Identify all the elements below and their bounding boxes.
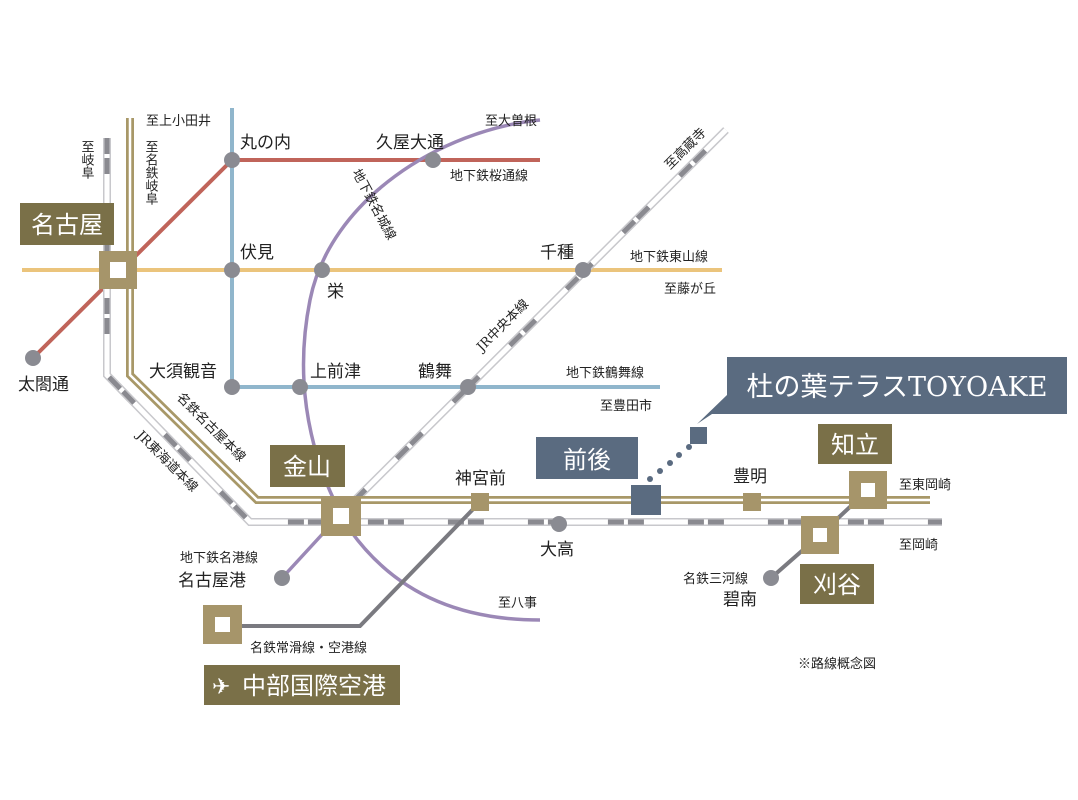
station-dot-nagoyako[interactable] — [274, 570, 290, 586]
line-meitetsu-mikawa: 名鉄三河線 — [683, 571, 748, 587]
label-kanayama[interactable]: 金山 — [270, 445, 345, 487]
dir-ozone: 至大曽根 — [485, 114, 537, 129]
svg-text:知立: 知立 — [831, 431, 879, 459]
station-dot-taikodori[interactable] — [25, 350, 41, 366]
station-odaka: 大高 — [540, 540, 574, 560]
jr-chuo-dash — [338, 128, 728, 517]
line-sakuradori: 地下鉄桜通線 — [450, 168, 528, 184]
station-dot-kamimaezu[interactable] — [292, 379, 308, 395]
station-marunouchi: 丸の内 — [240, 133, 291, 153]
station-fushimi: 伏見 — [240, 243, 274, 263]
meitetsu-inner — [128, 118, 930, 502]
line-jr-chuo: JR中央本線 — [472, 296, 532, 356]
property-callout[interactable]: 杜の葉テラスTOYOAKE — [697, 357, 1067, 424]
station-toyoake-marker[interactable] — [743, 493, 761, 511]
label-kariya[interactable]: 刈谷 — [800, 564, 874, 604]
label-nagoya[interactable]: 名古屋 — [20, 203, 114, 245]
svg-text:金山: 金山 — [283, 453, 331, 481]
station-dot-osu[interactable] — [224, 379, 240, 395]
dir-higashiokazaki: 至東岡崎 — [899, 477, 951, 493]
station-chiryu-marker[interactable] — [849, 471, 887, 509]
line-tsurumai: 地下鉄鶴舞線 — [566, 365, 644, 381]
line-meiko: 地下鉄名港線 — [180, 550, 258, 566]
svg-text:前後: 前後 — [563, 446, 611, 474]
station-zengo-marker[interactable] — [631, 485, 661, 515]
dir-toyotashi: 至豊田市 — [600, 398, 652, 414]
property-name: 杜の葉テラスTOYOAKE — [747, 372, 1048, 403]
station-hekinan: 碧南 — [723, 590, 757, 610]
station-dot-sakae[interactable] — [314, 262, 330, 278]
svg-text:名古屋: 名古屋 — [31, 211, 103, 239]
svg-text:中部国際空港: 中部国際空港 — [242, 672, 386, 700]
dir-meitetsu-gifu: 至名鉄岐阜 — [143, 140, 159, 205]
property-marker[interactable] — [690, 427, 707, 444]
station-tsurumai: 鶴舞 — [418, 362, 452, 382]
airplane-icon: ✈ — [212, 675, 230, 700]
station-osu-kannon: 大須観音 — [149, 362, 217, 382]
label-zengo[interactable]: 前後 — [536, 437, 638, 479]
station-taikodori: 太閤通 — [18, 375, 69, 395]
dir-fujigaoka: 至藤が丘 — [664, 282, 716, 297]
label-chiryu[interactable]: 知立 — [818, 424, 892, 464]
station-dot-fushimi[interactable] — [224, 262, 240, 278]
meitetsu-tokoname-line — [240, 500, 482, 628]
station-kamimaezu: 上前津 — [310, 362, 361, 382]
station-nagoyako: 名古屋港 — [178, 571, 246, 591]
diagram-note: ※路線概念図 — [798, 656, 876, 672]
station-chikusa: 千種 — [540, 243, 574, 263]
svg-text:刈谷: 刈谷 — [813, 571, 861, 599]
dir-gifu: 至岐阜 — [79, 140, 95, 179]
station-jingumae-marker[interactable] — [471, 493, 489, 511]
station-dot-chikusa[interactable] — [575, 262, 591, 278]
label-airport[interactable]: ✈ 中部国際空港 — [204, 665, 400, 705]
station-hisaya-odori: 久屋大通 — [376, 133, 444, 153]
station-toyoake: 豊明 — [733, 467, 767, 487]
dir-okazaki: 至岡崎 — [899, 538, 938, 553]
station-kariya-marker[interactable] — [801, 516, 839, 554]
station-dot-tsurumai[interactable] — [460, 379, 476, 395]
station-dot-hisaya[interactable] — [425, 152, 441, 168]
line-higashiyama: 地下鉄東山線 — [630, 249, 708, 265]
station-sakae: 栄 — [327, 282, 344, 302]
station-airport-marker[interactable] — [203, 605, 242, 644]
station-jingumae: 神宮前 — [455, 469, 506, 489]
dir-yagoto: 至八事 — [498, 596, 537, 611]
meijo-line — [301, 118, 541, 622]
tsurumai-line — [230, 108, 660, 389]
station-dot-odaka[interactable] — [551, 516, 567, 532]
station-nagoya-marker[interactable] — [99, 251, 137, 289]
station-dot-hekinan[interactable] — [763, 570, 779, 586]
station-dots — [25, 152, 779, 586]
dir-kamiotai: 至上小田井 — [146, 114, 211, 129]
property-pointer-dots — [647, 444, 692, 482]
station-dot-marunouchi[interactable] — [224, 152, 240, 168]
line-meitetsu-tokoname: 名鉄常滑線・空港線 — [250, 640, 367, 656]
station-kanayama-marker[interactable] — [321, 496, 361, 536]
